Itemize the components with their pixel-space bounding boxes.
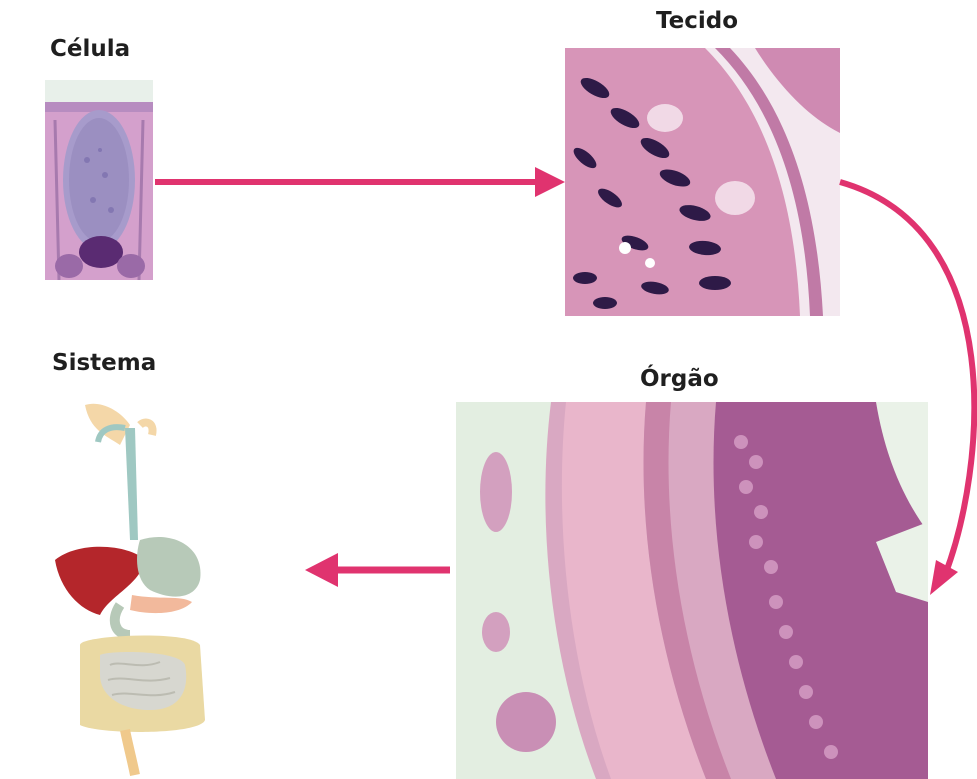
arrow-organ-to-system	[305, 553, 450, 587]
arrow-tissue-to-organ	[840, 182, 974, 595]
arrow-cell-to-tissue	[155, 167, 565, 197]
